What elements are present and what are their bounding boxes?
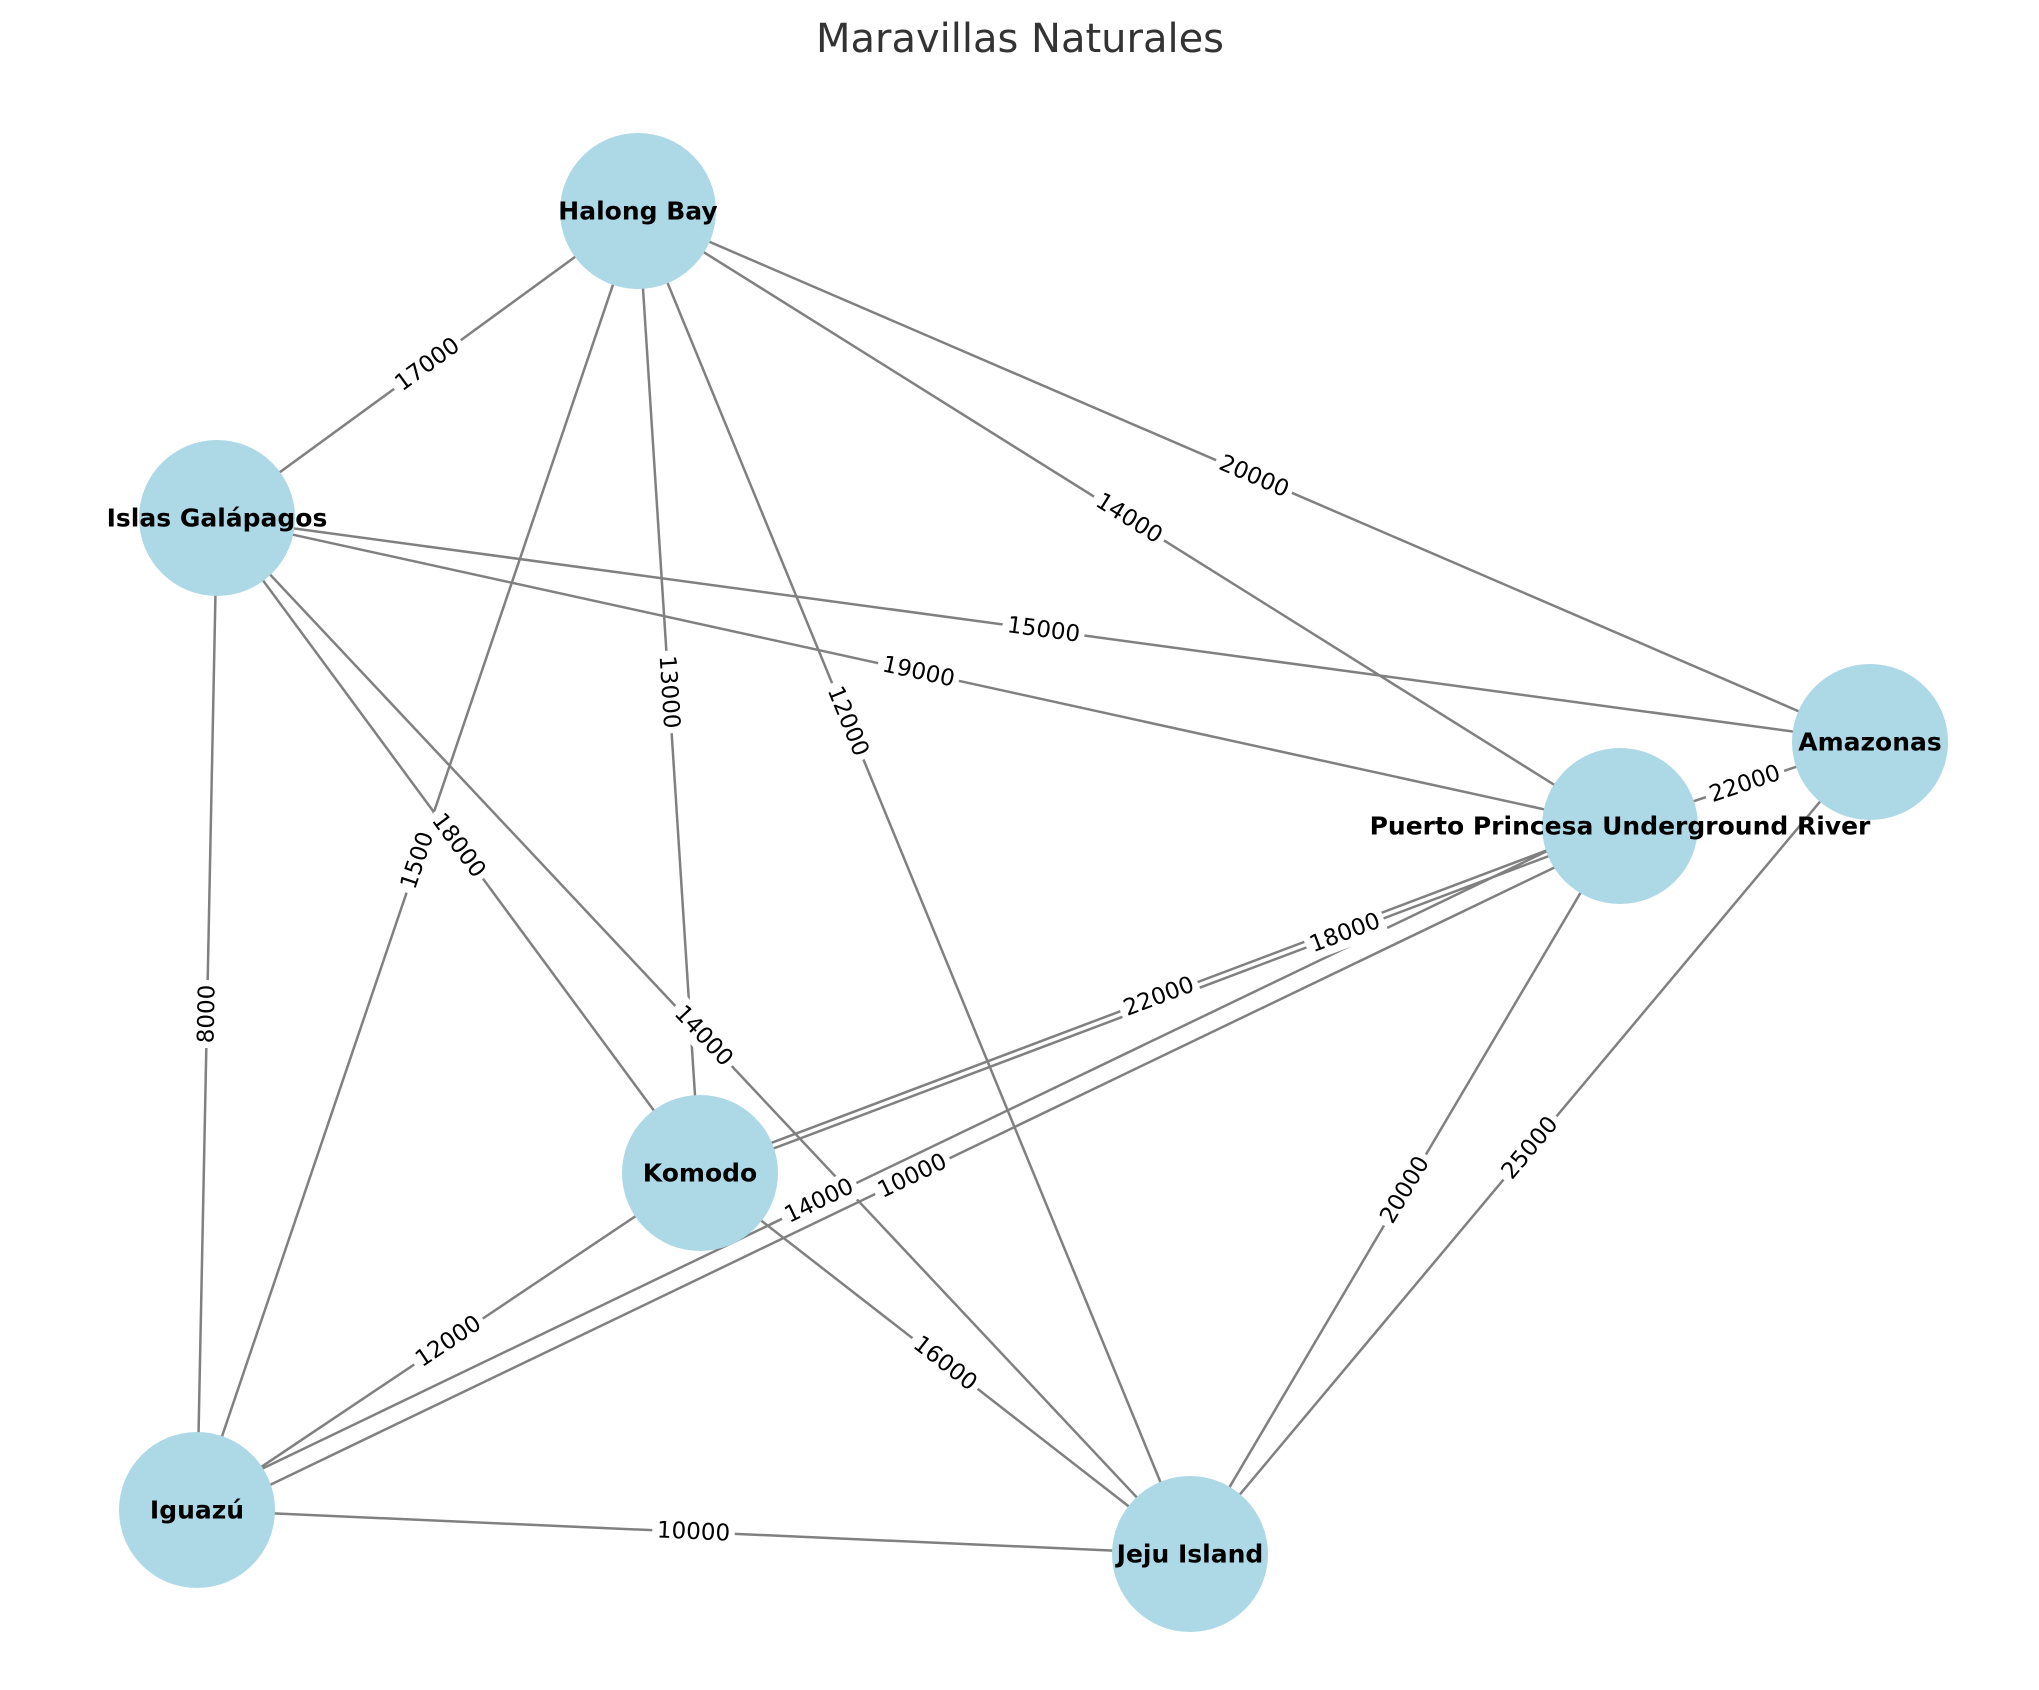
edge-label-group: 13000 — [651, 649, 687, 735]
node-label-jeju: Jeju Island — [1115, 1540, 1264, 1569]
edge-label-group: 10000 — [868, 1144, 957, 1208]
node-jeju — [1112, 1476, 1268, 1632]
edge-label-group: 22000 — [1701, 756, 1789, 812]
node-label-komodo: Komodo — [643, 1159, 757, 1188]
edge-label-background — [651, 1515, 736, 1549]
edge-label-background — [874, 648, 963, 696]
edge-puerto-iguazu — [192, 816, 1617, 1504]
node-puerto — [1542, 748, 1698, 904]
edge-label-background — [1701, 756, 1789, 812]
edge-label: 18000 — [1306, 908, 1384, 958]
edge-label-background — [1371, 1146, 1439, 1234]
edge-label-background — [1115, 968, 1203, 1026]
edge-label-background — [1086, 483, 1172, 554]
edge-label-group: 20000 — [1371, 1146, 1439, 1234]
edge-label-group: 19000 — [874, 648, 963, 696]
edge-label: 14000 — [669, 1000, 738, 1071]
edge-label-background — [664, 995, 743, 1077]
edge-label: 12000 — [822, 683, 874, 761]
edge-label: 13000 — [654, 655, 685, 730]
edge-label: 20000 — [1215, 450, 1292, 503]
edge-label-background — [1492, 1106, 1568, 1190]
edge-label-background — [868, 1144, 957, 1208]
edge-label-background — [405, 1306, 492, 1377]
edge-label: 22000 — [1120, 972, 1198, 1022]
edge-label-group: 14000 — [664, 995, 743, 1077]
edge-label-group: 12000 — [818, 677, 878, 766]
edge-label: 22000 — [1706, 760, 1784, 808]
edge-label-background — [1000, 609, 1087, 651]
edge-label: 15000 — [1005, 612, 1081, 648]
edge-label-group: 15000 — [1000, 609, 1087, 651]
edge-label-background — [651, 649, 687, 735]
edge-label-background — [1210, 446, 1298, 507]
edge-label-background — [392, 823, 443, 898]
edge-label-group: 22000 — [1115, 968, 1203, 1026]
edge-label-group: 8000 — [191, 979, 223, 1049]
edge-label-background — [818, 677, 878, 766]
edge-label-background — [775, 1169, 863, 1233]
edge-label-group: 20000 — [1210, 446, 1298, 507]
edge-label-group: 10000 — [651, 1515, 736, 1549]
edge-label-group: 14000 — [775, 1169, 863, 1233]
node-halong — [560, 133, 716, 289]
edge-label-group: 12000 — [405, 1306, 492, 1377]
edge-label-background — [385, 328, 470, 401]
node-galapagos — [139, 440, 295, 596]
node-label-iguazu: Iguazú — [150, 1496, 244, 1525]
edge-label-background — [1301, 904, 1389, 962]
node-label-galapagos: Islas Galápagos — [107, 504, 328, 533]
edge-label-group: 16000 — [903, 1326, 987, 1401]
edge-label-group: 25000 — [1492, 1106, 1568, 1190]
node-label-puerto: Puerto Princesa Underground River — [1370, 812, 1871, 841]
edge-label: 8000 — [193, 984, 220, 1043]
node-label-halong: Halong Bay — [558, 197, 717, 226]
nodes-layer — [119, 133, 1948, 1632]
edge-label-group: 17000 — [385, 328, 470, 401]
edge-label: 25000 — [1497, 1112, 1564, 1185]
edge-label: 10000 — [656, 1517, 730, 1546]
edge-label: 17000 — [390, 332, 464, 396]
edge-label-background — [191, 979, 223, 1049]
node-amazonas — [1792, 664, 1948, 820]
node-label-amazonas: Amazonas — [1798, 728, 1942, 757]
node-iguazu — [119, 1432, 275, 1588]
edge-label-background — [903, 1326, 987, 1401]
edge-label: 16000 — [908, 1331, 982, 1396]
edge-label-group: 14000 — [1086, 483, 1172, 554]
edge-label-background — [421, 803, 496, 888]
node-komodo — [622, 1095, 778, 1251]
edge-halong-jeju — [636, 210, 1192, 1555]
diagram-title: Maravillas Naturales — [816, 16, 1224, 62]
